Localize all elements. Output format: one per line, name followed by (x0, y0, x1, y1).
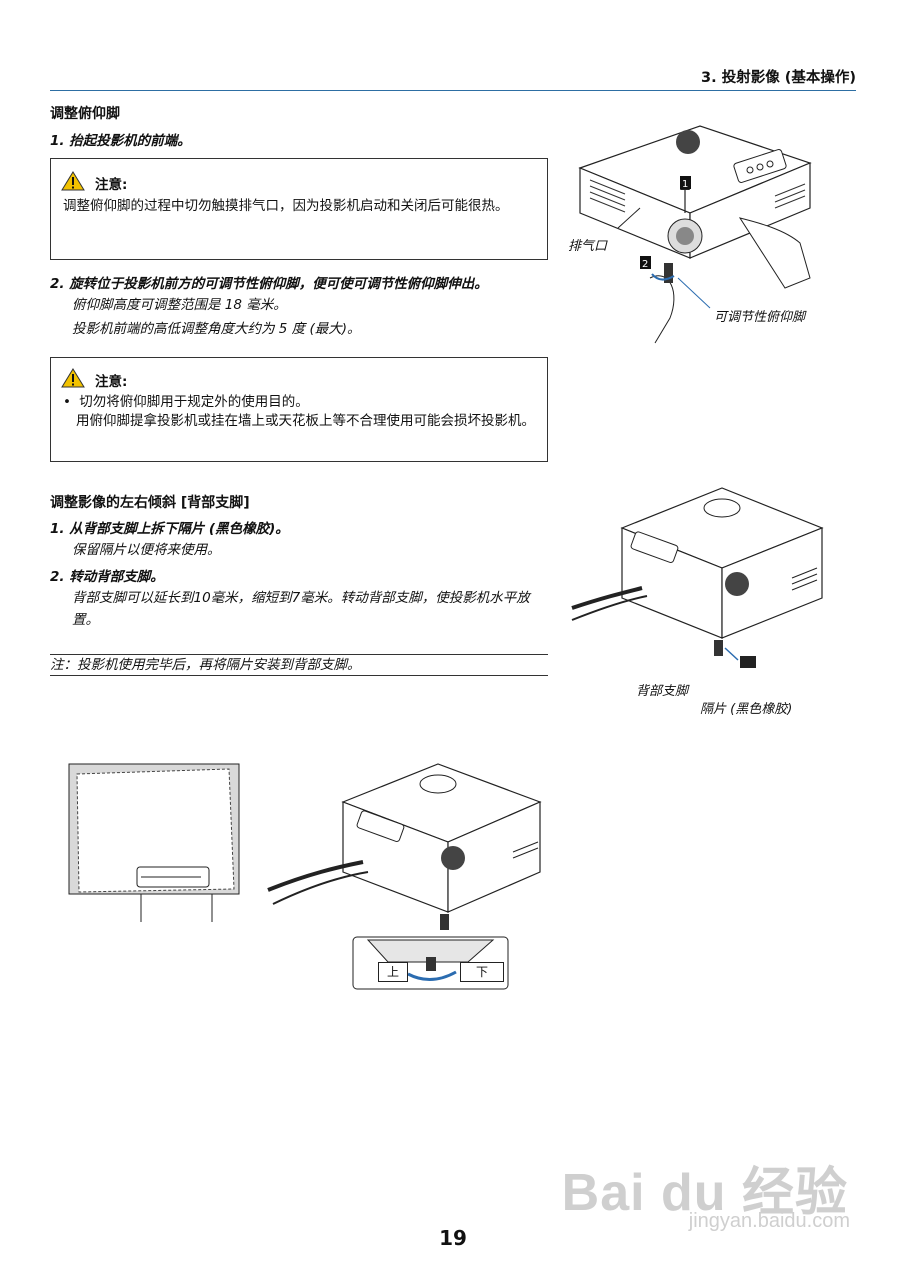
figure-rear-foot-adjust (267, 763, 542, 990)
label-adjustable-foot: 可调节性俯仰脚 (714, 310, 806, 325)
bullet-dot: • (63, 394, 71, 410)
badge-2: 2 (642, 259, 648, 270)
label-vent: 排气口 (568, 239, 608, 254)
step-2-rotate-rear-foot: 2. 转动背部支脚。 (50, 569, 164, 585)
caution-text: 调整俯仰脚的过程中切勿触摸排气口，因为投影机启动和关闭后可能很热。 (63, 198, 509, 214)
step-2-detail-height: 俯仰脚高度可调整范围是 18 毫米。 (72, 297, 287, 313)
label-up: 上 (378, 962, 408, 982)
warning-icon (61, 368, 85, 388)
watermark-url: jingyan.baidu.com (688, 1210, 850, 1232)
warning-icon (61, 171, 85, 191)
section-title-tilt-foot: 调整俯仰脚 (50, 106, 120, 122)
step-1-remove-spacer: 1. 从背部支脚上拆下隔片 (黑色橡胶)。 (50, 521, 289, 537)
caution-title: 注意: (95, 374, 128, 390)
watermark-logo: Bai du 经验 (561, 1164, 848, 1222)
caution-bullet-text: 切勿将俯仰脚用于规定外的使用目的。 (79, 394, 309, 410)
figure-lift-projector: 1 2 (578, 125, 812, 344)
caution-box-2: 注意: • 切勿将俯仰脚用于规定外的使用目的。 用俯仰脚提拿投影机或挂在墙上或天… (50, 357, 548, 462)
chapter-title: 3. 投射影像 (基本操作) (701, 70, 856, 86)
note-rule-bottom (50, 675, 548, 676)
note-text: 注：投影机使用完毕后，再将隔片安装到背部支脚。 (50, 657, 361, 673)
label-down: 下 (460, 962, 504, 982)
step-1-lift-front: 1. 抬起投影机的前端。 (50, 133, 191, 149)
caution-title: 注意: (95, 177, 128, 193)
step-2-detail: 背部支脚可以延长到10毫米，缩短到7毫米。转动背部支脚，使投影机水平放置。 (72, 590, 530, 628)
step-2-rotate-foot: 2. 旋转位于投影机前方的可调节性俯仰脚，便可使可调节性俯仰脚伸出。 (50, 276, 488, 292)
rotate-arrow-icon (651, 273, 675, 281)
header-rule (50, 90, 856, 91)
rotate-arrow-icon (407, 970, 457, 981)
label-rear-foot: 背部支脚 (636, 684, 689, 699)
step-2-detail-angle: 投影机前端的高低调整角度大约为 5 度 (最大)。 (72, 321, 361, 337)
note-rule-top (50, 654, 548, 655)
section-title-rear-foot: 调整影像的左右倾斜 [背部支脚] (50, 495, 250, 511)
caution-bullet: • 切勿将俯仰脚用于规定外的使用目的。 (63, 393, 541, 412)
caution-box-1: 注意: 调整俯仰脚的过程中切勿触摸排气口，因为投影机启动和关闭后可能很热。 (50, 158, 548, 260)
step-1-detail: 保留隔片以便将来使用。 (72, 542, 221, 558)
figure-tilted-screen (68, 763, 240, 922)
figure-rear-foot (571, 487, 824, 668)
page-number: 19 (439, 1226, 467, 1250)
badge-1: 1 (682, 179, 688, 190)
caution-text: 用俯仰脚提拿投影机或挂在墙上或天花板上等不合理使用可能会损坏投影机。 (76, 413, 535, 429)
label-spacer: 隔片 (黑色橡胶) (700, 702, 793, 717)
